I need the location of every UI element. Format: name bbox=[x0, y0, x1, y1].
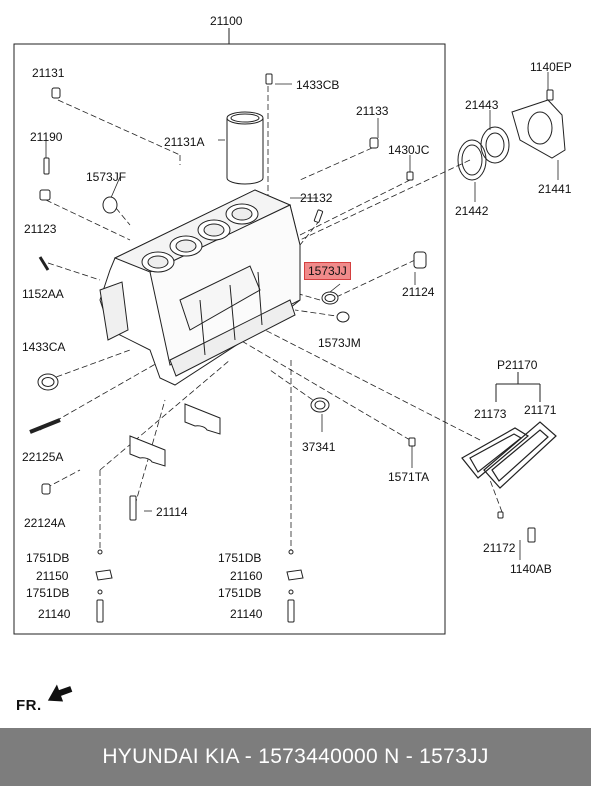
front-arrow-icon bbox=[47, 684, 73, 702]
part-label-21140-right: 21140 bbox=[230, 607, 263, 621]
part-label-21100: 21100 bbox=[210, 14, 243, 28]
part-label-21131: 21131 bbox=[32, 66, 65, 80]
part-label-21132: 21132 bbox=[300, 191, 333, 205]
part-label-21171: 21171 bbox=[524, 403, 557, 417]
part-label-1573jf: 1573JF bbox=[86, 170, 127, 184]
part-label-21190: 21190 bbox=[30, 130, 63, 144]
part-label-1433ca: 1433CA bbox=[22, 340, 66, 354]
part-label-37341: 37341 bbox=[302, 440, 336, 454]
part-label-21441: 21441 bbox=[538, 182, 572, 196]
part-label-1140ep: 1140EP bbox=[530, 60, 572, 74]
part-label-21442: 21442 bbox=[455, 204, 489, 218]
part-label-1751db-left-1: 1751DB bbox=[26, 551, 70, 565]
part-label-1573jm: 1573JM bbox=[318, 336, 361, 350]
part-label-1751db-left-2: 1751DB bbox=[26, 586, 70, 600]
part-label-21131a: 21131A bbox=[164, 135, 205, 149]
part-label-21123: 21123 bbox=[24, 222, 57, 236]
part-label-1430jc: 1430JC bbox=[388, 143, 430, 157]
cylinder-block bbox=[99, 189, 301, 386]
part-label-21140-left: 21140 bbox=[38, 607, 71, 621]
part-label-1152aa: 1152AA bbox=[22, 287, 64, 301]
part-label-1571ta: 1571TA bbox=[388, 470, 430, 484]
part-label-21114: 21114 bbox=[156, 505, 188, 519]
part-label-22124a: 22124A bbox=[24, 516, 66, 530]
oil-pan-gasket bbox=[461, 421, 557, 489]
part-label-21173: 21173 bbox=[474, 407, 507, 421]
part-label-1751db-right-1: 1751DB bbox=[218, 551, 262, 565]
part-label-21124: 21124 bbox=[402, 285, 435, 299]
front-marker-label: FR. bbox=[16, 697, 42, 714]
fasteners bbox=[29, 73, 554, 623]
part-label-21443: 21443 bbox=[465, 98, 499, 112]
label-leaders bbox=[45, 72, 559, 560]
part-label-21160: 21160 bbox=[230, 569, 263, 583]
part-label-21150: 21150 bbox=[36, 569, 69, 583]
part-label-21172: 21172 bbox=[483, 541, 516, 555]
part-label-22125a: 22125A bbox=[22, 450, 64, 464]
cylinder-liner bbox=[226, 111, 264, 185]
part-label-21133: 21133 bbox=[356, 104, 389, 118]
part-label-1751db-right-2: 1751DB bbox=[218, 586, 262, 600]
footer-bar: HYUNDAI KIA - 1573440000 N - 1573JJ bbox=[0, 728, 591, 786]
part-label-1140ab: 1140AB bbox=[510, 562, 552, 576]
bearing-caps bbox=[129, 403, 221, 467]
p21170-bracket bbox=[495, 372, 541, 402]
part-label-1433cb: 1433CB bbox=[296, 78, 340, 92]
part-label-p21170: P21170 bbox=[497, 358, 538, 372]
part-label-1573jj-highlighted: 1573JJ bbox=[304, 262, 351, 280]
footer-part-number: HYUNDAI KIA - 1573440000 N - 1573JJ bbox=[102, 745, 489, 768]
rear-seal-parts bbox=[457, 99, 566, 181]
diagram-drawing bbox=[13, 28, 566, 702]
parts-diagram: 21100 21131 1433CB 21133 1140EP 21443 21… bbox=[13, 14, 572, 702]
